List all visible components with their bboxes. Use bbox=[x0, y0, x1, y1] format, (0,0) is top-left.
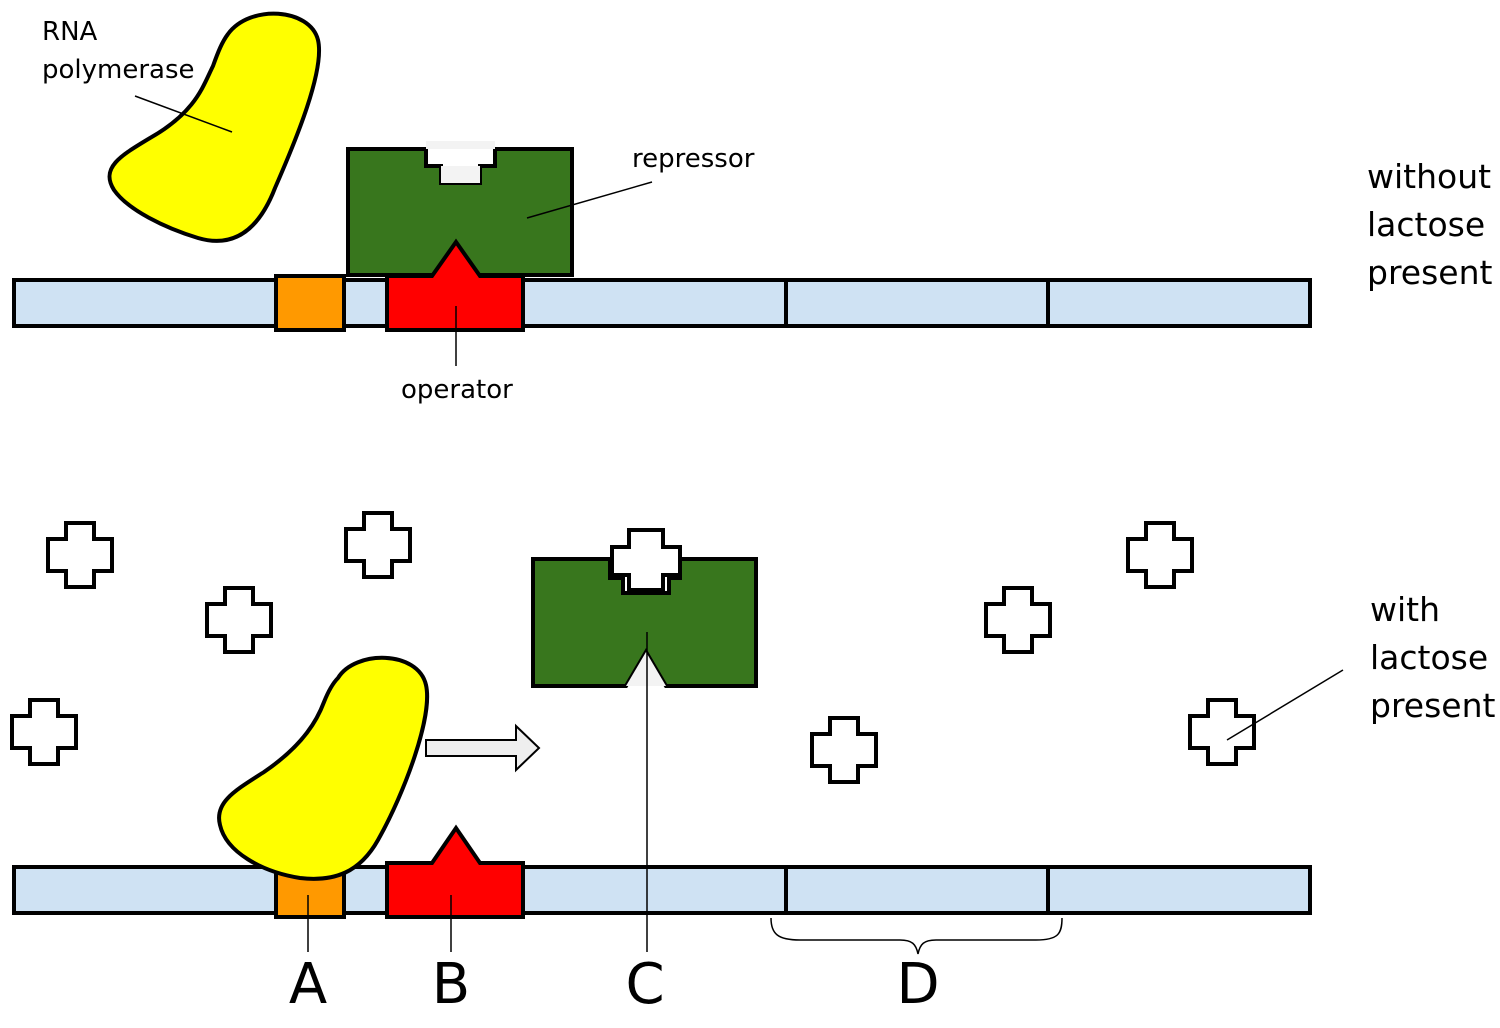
dna-strand-bottom bbox=[12, 865, 1312, 915]
dna-strand-top bbox=[12, 278, 1312, 328]
lactose-molecule bbox=[984, 586, 1052, 654]
lactose-molecule bbox=[344, 511, 412, 579]
lactose-molecule bbox=[810, 716, 878, 784]
without-lactose-label-line3: present bbox=[1367, 253, 1493, 292]
with-lactose-label-line1: with bbox=[1370, 590, 1440, 629]
bottom-panel: A B C D with lactose present bbox=[10, 511, 1496, 1017]
top-panel: RNA polymerase repressor operator withou… bbox=[12, 11, 1493, 405]
label-c: C bbox=[625, 952, 664, 1017]
with-lactose-label-line3: present bbox=[1370, 686, 1496, 725]
operator-label: operator bbox=[401, 375, 513, 405]
lactose-molecule bbox=[10, 698, 78, 766]
lactose-molecule bbox=[46, 521, 114, 589]
label-d: D bbox=[896, 952, 939, 1017]
lactose-bound-to-repressor bbox=[610, 528, 682, 592]
repressor-label: repressor bbox=[632, 144, 755, 174]
promoter-top bbox=[274, 274, 346, 332]
release-arrow-icon bbox=[425, 723, 541, 773]
label-a: A bbox=[289, 952, 327, 1017]
operator-bottom bbox=[385, 824, 525, 919]
rna-polymerase-label-line1: RNA bbox=[42, 17, 98, 47]
operator-top bbox=[385, 238, 525, 332]
rna-polymerase-label-line2: polymerase bbox=[42, 55, 195, 85]
with-lactose-label-line2: lactose bbox=[1370, 638, 1488, 677]
lactose-molecule bbox=[1188, 698, 1256, 766]
rna-polymerase-top bbox=[107, 11, 321, 243]
gene-brace bbox=[770, 917, 1063, 955]
label-b: B bbox=[432, 952, 470, 1017]
without-lactose-label-line2: lactose bbox=[1367, 205, 1485, 244]
lactose-molecule bbox=[1126, 521, 1194, 589]
lactose-molecule bbox=[205, 586, 273, 654]
rna-polymerase-bound bbox=[217, 655, 430, 881]
without-lactose-label-line1: without bbox=[1367, 157, 1491, 196]
